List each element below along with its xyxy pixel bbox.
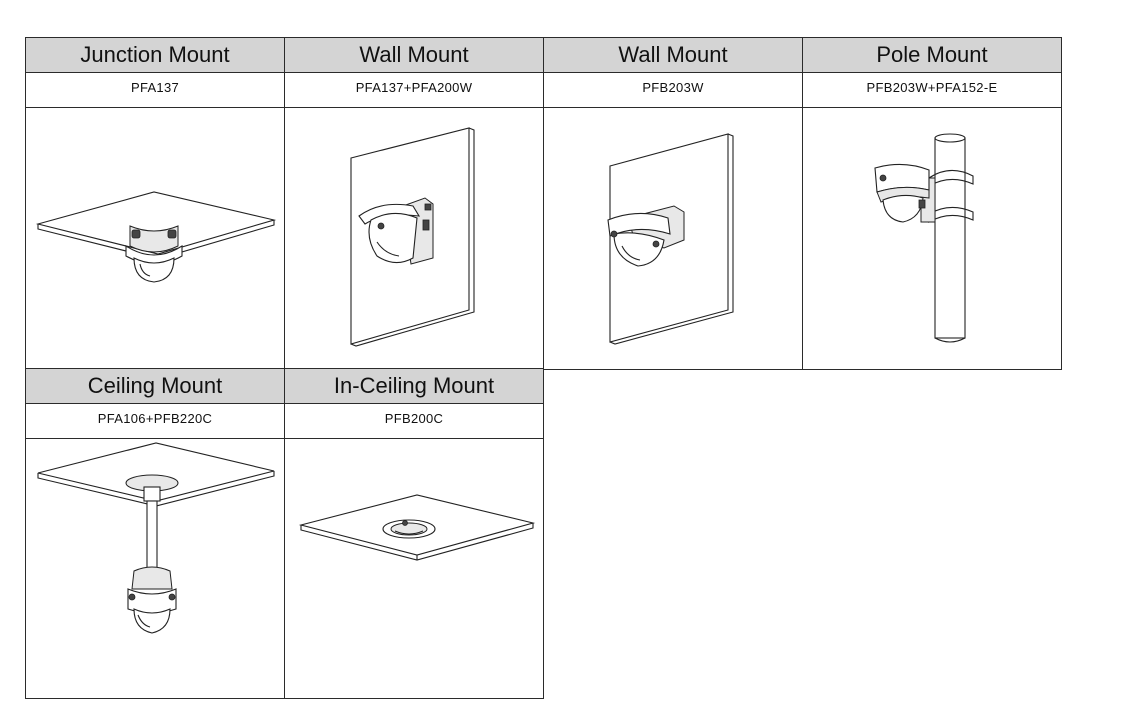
mount-title: Ceiling Mount: [26, 369, 284, 404]
mount-cell-ceiling: Ceiling Mount PFA106+PFB220C: [25, 368, 285, 699]
mount-title: Wall Mount: [285, 38, 543, 73]
mount-cell-junction: Junction Mount PFA137: [25, 37, 285, 370]
junction-mount-illustration: [26, 108, 284, 369]
mount-model: PFB200C: [285, 404, 543, 439]
pole-mount-illustration: [803, 108, 1061, 369]
mount-cell-wall: Wall Mount PFB203W: [543, 37, 803, 370]
mount-model: PFB203W: [544, 73, 802, 108]
mount-table-row-1: Junction Mount PFA137 Wall Mount PFA137+…: [25, 37, 1062, 370]
mount-title: In-Ceiling Mount: [285, 369, 543, 404]
ceiling-mount-illustration: [26, 439, 284, 698]
mount-model: PFB203W+PFA152-E: [803, 73, 1061, 108]
mount-cell-pole: Pole Mount PFB203W+PFA152-E: [802, 37, 1062, 370]
mount-title: Wall Mount: [544, 38, 802, 73]
wall-mount-junction-illustration: [285, 108, 543, 369]
mount-title: Pole Mount: [803, 38, 1061, 73]
wall-mount-illustration: [544, 108, 802, 369]
mount-cell-in-ceiling: In-Ceiling Mount PFB200C: [284, 368, 544, 699]
in-ceiling-mount-illustration: [285, 439, 543, 698]
mount-model: PFA137: [26, 73, 284, 108]
mount-title: Junction Mount: [26, 38, 284, 73]
mount-table-row-2: Ceiling Mount PFA106+PFB220C In-Ceiling …: [25, 368, 544, 699]
mount-model: PFA137+PFA200W: [285, 73, 543, 108]
mount-cell-wall-junction: Wall Mount PFA137+PFA200W: [284, 37, 544, 370]
mount-model: PFA106+PFB220C: [26, 404, 284, 439]
